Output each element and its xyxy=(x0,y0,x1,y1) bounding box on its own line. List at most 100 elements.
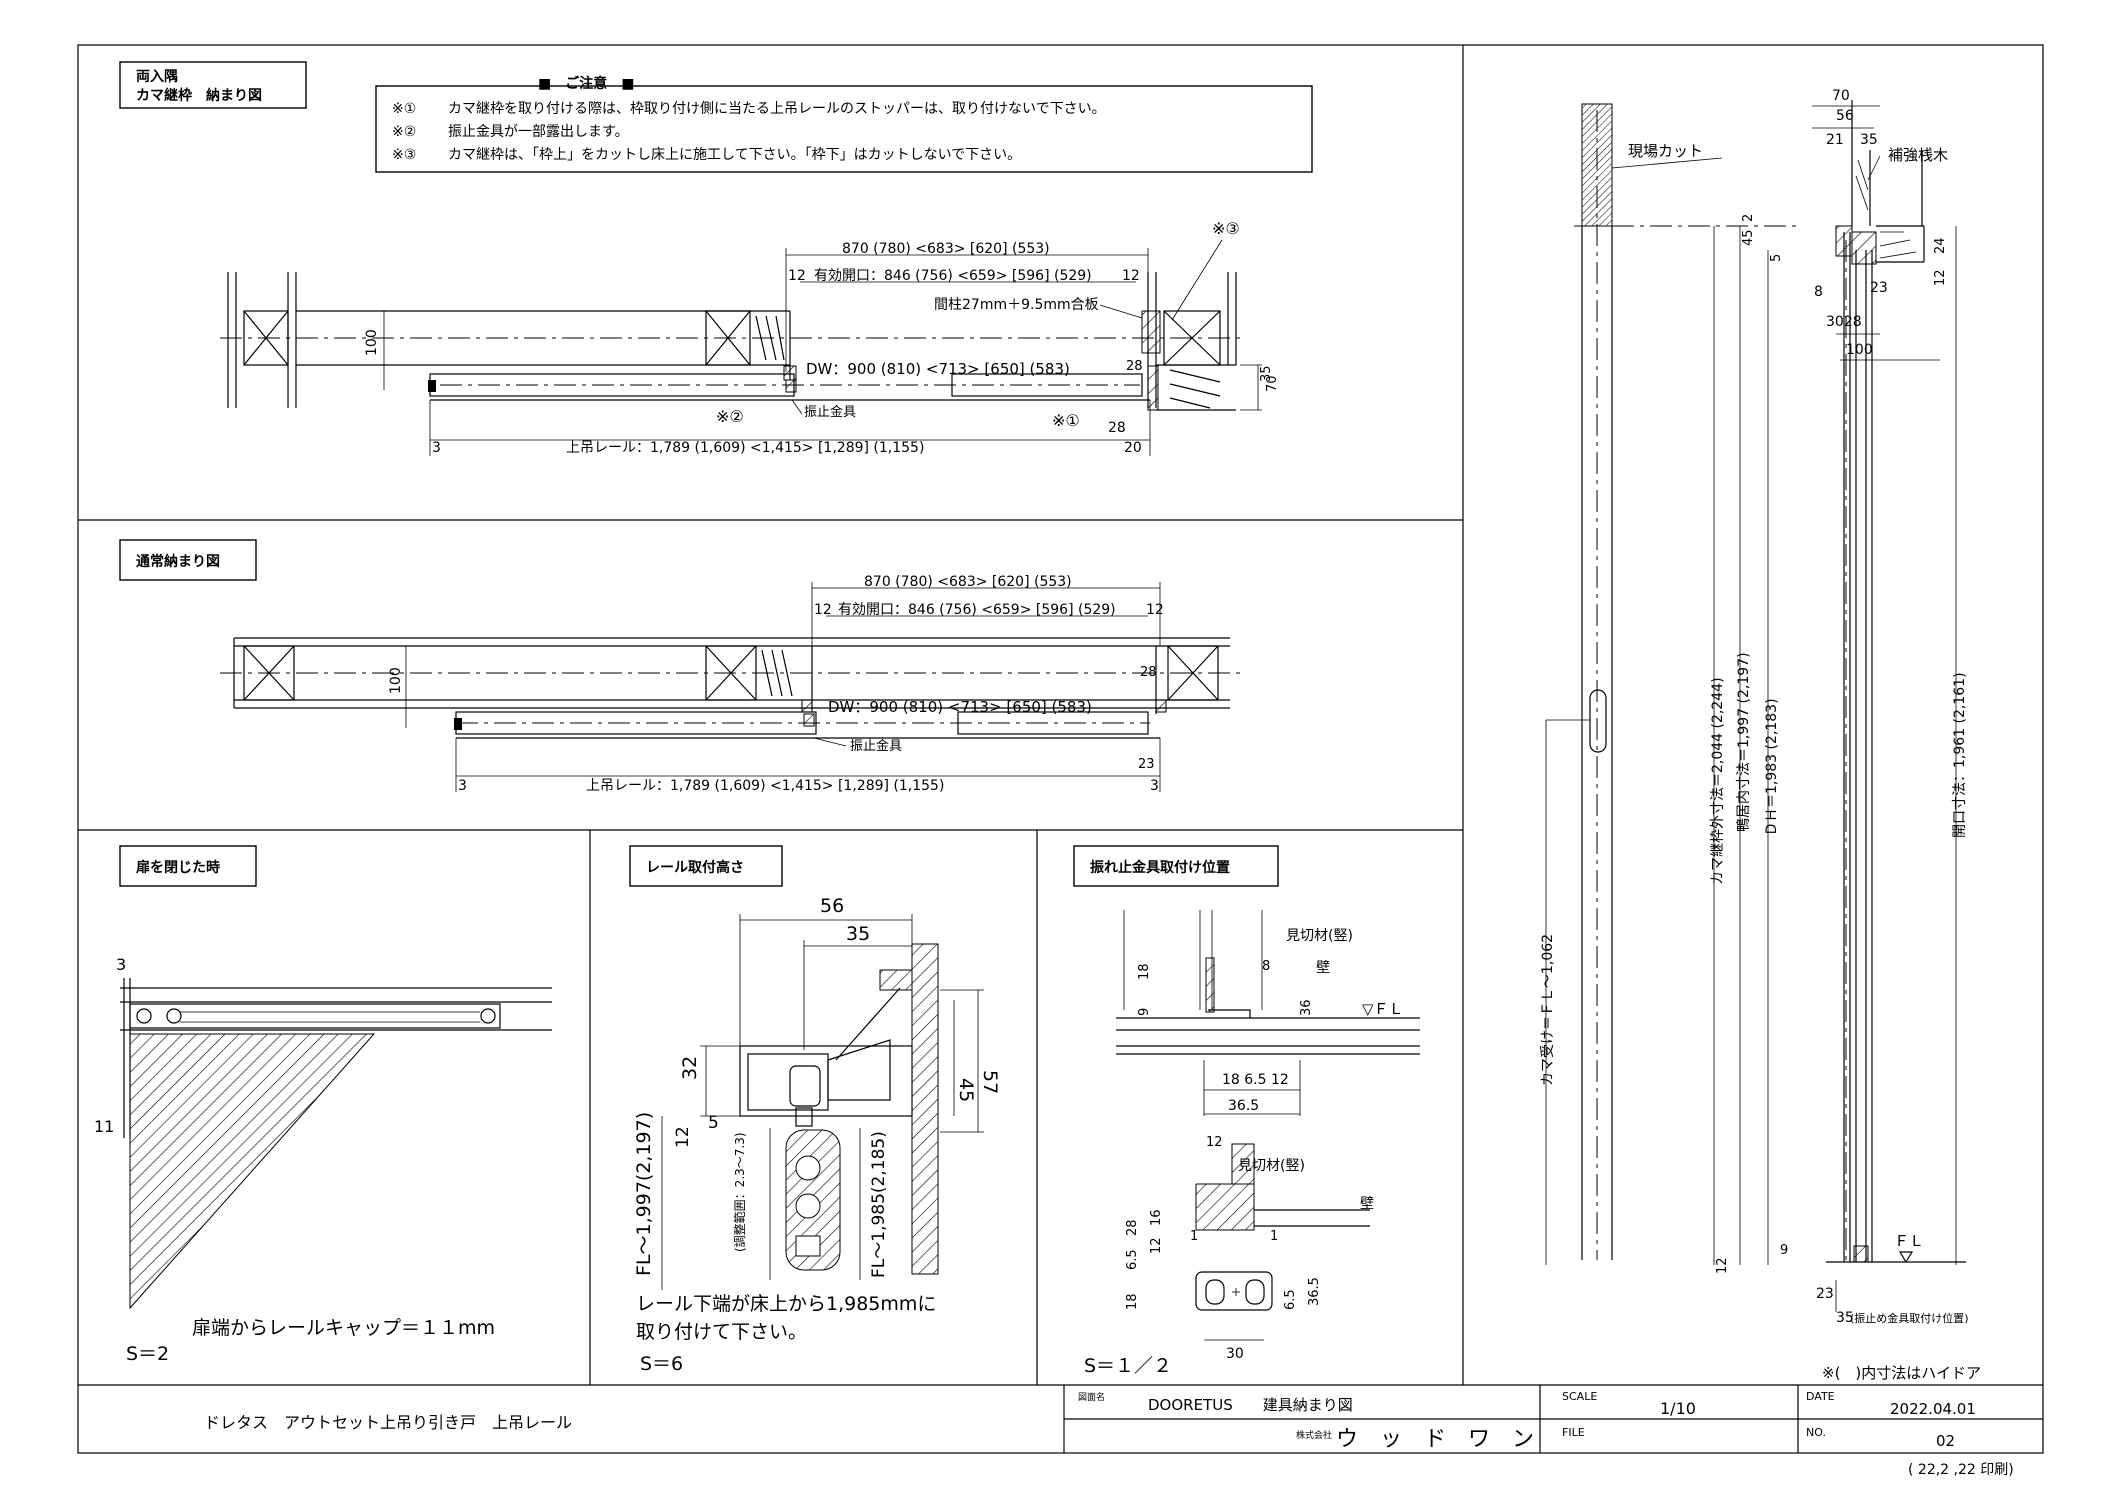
mid-section: 通常納まり図 870 (780) <683> [620] (553) 12 12… xyxy=(119,539,1240,794)
closed-dim-3: 3 xyxy=(116,955,126,974)
stop-wall-2: 壁 xyxy=(1360,1196,1374,1212)
notes-box xyxy=(375,85,1313,173)
top-dim-20: 20 xyxy=(1124,440,1142,456)
stop-dim-1b: 1 xyxy=(1270,1229,1278,1244)
elev-dim-12b: 12 xyxy=(1715,1257,1730,1274)
mid-title: 通常納まり図 xyxy=(136,553,220,570)
elev-dim-35b: 35 xyxy=(1836,1310,1854,1326)
top-title-box xyxy=(119,61,307,109)
elev-frame-h: カマ継枠外寸法＝2,044 (2,244) xyxy=(1710,677,1726,885)
top-dim-70: 70 xyxy=(1265,375,1280,392)
stop-fl: ▽ＦＬ xyxy=(1362,1000,1404,1018)
elev-dim-3028: 3028 xyxy=(1826,314,1862,330)
top-post: 間柱27mm＋9.5mm合板 xyxy=(934,297,1099,313)
top-title-2: カマ継枠 納まり図 xyxy=(136,87,262,104)
elev-note: ※( )内寸法はハイドア xyxy=(1822,1364,1981,1382)
stop-dim-row: 18 6.5 12 xyxy=(1222,1072,1289,1088)
stop-dim-8: 8 xyxy=(1262,959,1270,974)
elev-dim-23: 23 xyxy=(1870,280,1888,296)
tb-drawing-label: 図面名 xyxy=(1078,1391,1105,1403)
stop-dim-365: 36.5 xyxy=(1228,1098,1259,1114)
closed-section: 扉を閉じた時 3 11 扉端からレールキャップ＝１１mm S＝2 xyxy=(94,845,552,1365)
stop-dim-18: 18 xyxy=(1137,963,1152,980)
stop-title: 振れ止金具取付け位置 xyxy=(1090,859,1230,876)
elev-dim-8: 8 xyxy=(1814,284,1823,300)
tb-file-label: FILE xyxy=(1562,1426,1585,1439)
top-opening: 有効開口：846 (756) <659> [596] (529) xyxy=(814,268,1092,284)
elev-dim-5: 5 xyxy=(1769,254,1784,262)
note-3: カマ継枠は、「枠上」をカットし床上に施工して下さい。「枠下」はカットしないで下さ… xyxy=(448,147,1021,163)
stop-dim-12: 12 xyxy=(1206,1135,1223,1150)
mid-opening: 有効開口：846 (756) <659> [596] (529) xyxy=(838,602,1116,618)
rail-dim-35: 35 xyxy=(846,923,870,945)
elev-open-h: 開口寸法：1,961 (2,161) xyxy=(1952,672,1968,838)
elev-dim-12: 12 xyxy=(1933,269,1948,286)
stop-dim-1a: 1 xyxy=(1190,1229,1198,1244)
mid-dim-12-left: 12 xyxy=(814,602,832,618)
elev-dim-9: 9 xyxy=(1780,1243,1788,1258)
stop-dim-12b: 12 xyxy=(1149,1237,1164,1254)
elev-dim-21: 21 xyxy=(1826,132,1844,148)
tb-date: 2022.04.01 xyxy=(1890,1400,1976,1418)
elev-inner-h: 鴨居内寸法＝1,997 (2,197) xyxy=(1736,652,1752,832)
note-1-mark: ※① xyxy=(392,101,416,117)
elev-dh: ＤＨ＝1,983 (2,183) xyxy=(1764,698,1780,836)
rail-dim-56: 56 xyxy=(820,895,844,917)
rail-fl2: FL～1,985(2,185) xyxy=(869,1131,889,1278)
rail-dim-12: 12 xyxy=(673,1126,693,1148)
elev-dim-56: 56 xyxy=(1836,108,1854,124)
top-mark1: ※① xyxy=(1052,411,1080,430)
rail-scale: S＝6 xyxy=(640,1353,683,1375)
stop-dim-65: 6.5 xyxy=(1125,1249,1140,1270)
top-width: 870 (780) <683> [620] (553) xyxy=(842,241,1050,257)
elevation-section: 現場カット カマ受け＝ＦＬ～1,062 カマ継枠外寸法＝2,044 (2,244… xyxy=(1540,88,1981,1382)
tb-company-label: 株式会社 xyxy=(1296,1429,1332,1441)
elev-cut: 現場カット xyxy=(1628,142,1703,160)
rail-dim-32: 32 xyxy=(679,1056,701,1080)
top-stopper: 振止金具 xyxy=(804,404,856,420)
stop-dim-36: 36 xyxy=(1299,999,1314,1016)
top-rail: 上吊レール：1,789 (1,609) <1,415> [1,289] (1,1… xyxy=(566,440,924,456)
sheet-border xyxy=(77,44,2044,1454)
top-dim-35: 35 xyxy=(1259,365,1274,382)
mid-width: 870 (780) <683> [620] (553) xyxy=(864,574,1072,590)
mid-stopper: 振止金具 xyxy=(850,738,902,754)
elev-dim-23b: 23 xyxy=(1816,1286,1834,1302)
mid-dim-100: 100 xyxy=(388,667,404,694)
elev-dim-45: 45 xyxy=(1741,229,1756,246)
elev-handle-h: カマ受け＝ＦＬ～1,062 xyxy=(1540,934,1556,1086)
title-block: ドレタス アウトセット上吊り引き戸 上吊レール 図面名 DOORETUS 建具納… xyxy=(204,1385,2043,1478)
elev-dim-2: 2 xyxy=(1741,214,1756,222)
stop-title-box xyxy=(1073,845,1279,887)
rail-adjust: (調整範囲：2.3～7.3) xyxy=(732,1132,747,1252)
top-dim-12-right: 12 xyxy=(1122,268,1140,284)
closed-scale: S＝2 xyxy=(126,1343,169,1365)
mid-dim-3-left: 3 xyxy=(458,778,467,794)
closed-title-box xyxy=(119,845,257,887)
elev-dim-35: 35 xyxy=(1860,132,1878,148)
mid-dim-12-right: 12 xyxy=(1146,602,1164,618)
top-section: 両入隅 カマ継枠 納まり図 ■ ご注意 ■ ※① カマ継枠を取り付ける際は、枠取… xyxy=(119,61,1313,456)
elev-dim-24: 24 xyxy=(1933,237,1948,254)
top-dim-28b: 28 xyxy=(1108,420,1126,436)
stop-dim-16: 16 xyxy=(1149,1209,1164,1226)
closed-dim-11: 11 xyxy=(94,1117,114,1136)
note-2: 振止金具が一部露出します。 xyxy=(448,124,629,140)
tb-drawing: DOORETUS 建具納まり図 xyxy=(1148,1396,1353,1414)
elev-reinforce: 補強桟木 xyxy=(1888,146,1948,164)
rail-section: レール取付高さ 56 35 32 45 57 12 5 FL～1,997(2 xyxy=(629,845,1001,1375)
closed-title: 扉を閉じた時 xyxy=(136,859,220,876)
note-1: カマ継枠を取り付ける際は、枠取り付け側に当たる上吊レールのストッパーは、取り付け… xyxy=(448,101,1106,117)
tb-printed: ( 22,2 ,22 印刷) xyxy=(1908,1462,2014,1478)
tb-no: 02 xyxy=(1936,1432,1955,1450)
top-dim-12-left: 12 xyxy=(788,268,806,284)
stop-dim-365b: 36.5 xyxy=(1307,1277,1322,1306)
top-mark2: ※② xyxy=(716,407,744,426)
mid-dw: DW：900 (810) <713> [650] (583) xyxy=(828,698,1092,716)
stop-dim-28: 28 xyxy=(1125,1219,1140,1236)
top-dim-3: 3 xyxy=(432,440,441,456)
stop-wall-1: 壁 xyxy=(1316,960,1330,976)
tb-company: ウ ッ ド ワ ン xyxy=(1336,1427,1534,1452)
tb-date-label: DATE xyxy=(1806,1390,1835,1403)
